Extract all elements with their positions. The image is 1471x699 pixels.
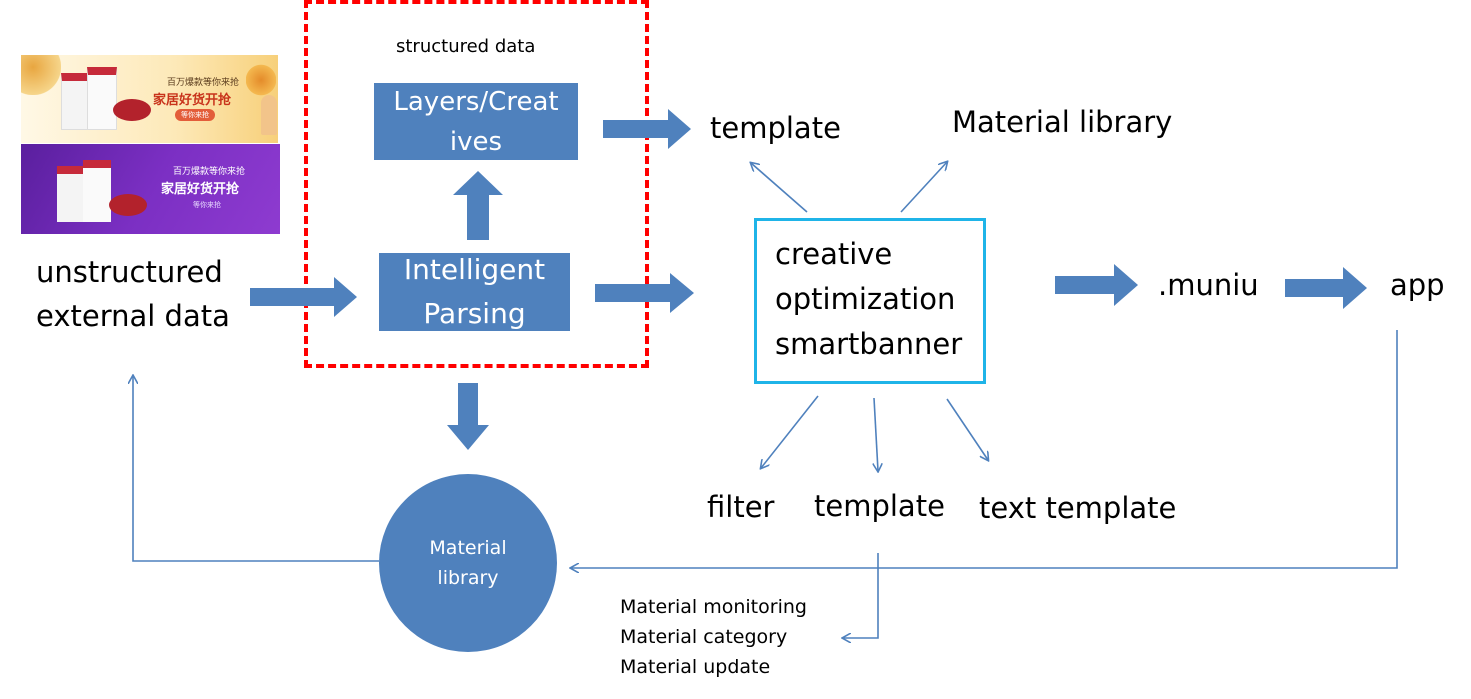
banner-small-text: 百万爆款等你来抢 bbox=[173, 167, 246, 177]
layers-creatives-box: Layers/Creat ives bbox=[374, 83, 578, 160]
intelligent-parsing-box: Intelligent Parsing bbox=[379, 253, 570, 331]
arrow-external-to-parsing bbox=[250, 277, 357, 317]
app-label: app bbox=[1390, 268, 1445, 302]
arrow-app-to-library bbox=[571, 330, 1398, 568]
arrow-to-material-library-top bbox=[900, 162, 947, 213]
muniu-label: .muniu bbox=[1158, 268, 1259, 302]
block-arrows bbox=[250, 109, 1367, 450]
banner-image-purple: 百万爆款等你来抢 家居好货开抢 等你来抢 bbox=[21, 144, 280, 234]
material-category-label: Material category bbox=[620, 626, 788, 648]
intelligent-parsing-line2: Parsing bbox=[423, 297, 526, 330]
arrow-to-template-bottom bbox=[874, 397, 878, 471]
leaf-decoration-right bbox=[246, 60, 276, 100]
structured-data-label: structured data bbox=[396, 36, 536, 57]
leaf-decoration-left bbox=[21, 55, 61, 95]
layers-creatives-line1: Layers/Creat bbox=[393, 86, 559, 117]
material-monitoring-label: Material monitoring bbox=[620, 596, 807, 618]
material-library-circle-line2: library bbox=[437, 567, 499, 589]
material-library-top-label: Material library bbox=[952, 105, 1173, 139]
smartbanner-line2: optimization bbox=[775, 282, 956, 316]
text-template-label: text template bbox=[979, 491, 1177, 525]
arrow-to-template-top bbox=[751, 163, 808, 213]
banner-small-text: 百万爆款等你来抢 bbox=[167, 78, 240, 88]
layers-creatives-line2: ives bbox=[449, 126, 503, 157]
banner-big-text: 家居好货开抢 bbox=[161, 182, 240, 197]
structured-data-region bbox=[304, 0, 649, 368]
filter-label: filter bbox=[707, 490, 775, 524]
product-bottle bbox=[61, 73, 89, 130]
arrow-parsing-to-smartbanner bbox=[595, 273, 694, 313]
product-bottle bbox=[83, 160, 111, 222]
template-top-label: template bbox=[710, 111, 841, 145]
product-bottle bbox=[57, 166, 83, 222]
arrow-muniu-to-app bbox=[1285, 267, 1367, 309]
banner-cta: 等你来抢 bbox=[175, 109, 215, 121]
red-dates-bowl bbox=[109, 194, 147, 216]
material-library-circle: Material library bbox=[379, 474, 557, 652]
arrow-library-to-external bbox=[133, 376, 379, 562]
arrow-layers-to-template bbox=[603, 109, 691, 149]
arrow-to-filter bbox=[761, 395, 819, 468]
arrow-template-to-material-list bbox=[843, 553, 879, 638]
unstructured-label-line2: external data bbox=[36, 299, 230, 333]
banner-image-yellow: 百万爆款等你来抢 家居好货开抢 等你来抢 bbox=[21, 55, 278, 143]
intelligent-parsing-line1: Intelligent bbox=[403, 253, 546, 286]
banner-big-text: 家居好货开抢 bbox=[153, 93, 232, 108]
banner-cta: 等你来抢 bbox=[193, 201, 221, 209]
smartbanner-line1: creative bbox=[775, 237, 893, 271]
thin-arrows bbox=[133, 162, 1398, 638]
red-dates-bowl bbox=[113, 99, 151, 121]
material-update-label: Material update bbox=[620, 656, 771, 678]
arrow-parsing-to-layers bbox=[453, 171, 503, 240]
product-bottle bbox=[87, 67, 117, 130]
arrow-to-text-template bbox=[946, 398, 988, 460]
arrow-smartbanner-to-muniu bbox=[1055, 264, 1138, 306]
template-bottom-label: template bbox=[814, 489, 945, 523]
arrow-region-to-library bbox=[447, 383, 489, 450]
smartbanner-box: creative optimization smartbanner bbox=[754, 218, 986, 384]
smartbanner-line3: smartbanner bbox=[775, 327, 963, 361]
material-library-circle-line1: Material bbox=[429, 537, 507, 559]
unstructured-label-line1: unstructured bbox=[36, 255, 223, 289]
cartoon-girl bbox=[261, 95, 277, 135]
